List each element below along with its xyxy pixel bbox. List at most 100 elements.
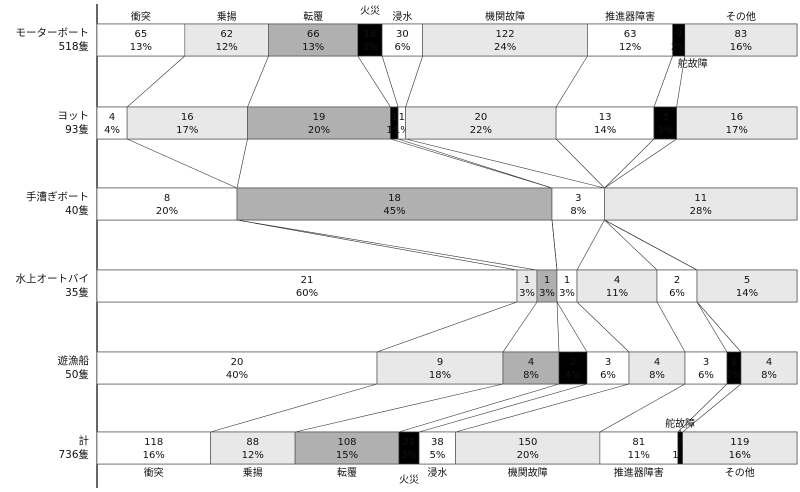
category-label-bottom: 機関故障 <box>508 466 548 479</box>
data-label-count: 4 <box>614 275 620 286</box>
data-label-percent: 16% <box>730 42 752 53</box>
connector-line <box>236 219 538 271</box>
data-label-count: 150 <box>518 437 537 448</box>
row-total-label: 50隻 <box>65 368 89 381</box>
bar-segment <box>96 431 211 465</box>
data-label-percent: 12% <box>619 42 641 53</box>
data-label-count: 21 <box>403 437 416 448</box>
category-label-top: 転覆 <box>303 11 323 23</box>
data-label-count: 5 <box>744 275 750 286</box>
connector-line <box>236 138 248 189</box>
data-label-count: 122 <box>496 29 515 40</box>
category-label-rudder: 舵故障 <box>665 417 695 430</box>
data-label-percent: 11% <box>606 288 628 299</box>
connector-line <box>247 55 269 108</box>
data-label-percent: 14% <box>594 125 616 136</box>
bar-segment <box>96 187 238 221</box>
bar-segment <box>268 23 359 57</box>
data-label-percent: 18% <box>429 370 451 381</box>
category-label-bottom: 転覆 <box>337 467 357 479</box>
connector-line <box>236 219 518 271</box>
data-label-percent: 3% <box>401 450 417 461</box>
data-label-percent: 16% <box>143 450 165 461</box>
data-label-count: 2 <box>570 357 576 368</box>
bar-segment <box>628 351 686 385</box>
data-label-percent: 6% <box>698 370 714 381</box>
data-label-percent: 40% <box>226 370 248 381</box>
data-label-count: 21 <box>301 275 314 286</box>
connector-line <box>604 219 698 271</box>
data-label-percent: 15% <box>336 450 358 461</box>
data-label-count: 1 <box>544 275 550 286</box>
data-label-count: 118 <box>144 437 163 448</box>
data-label-count: 3 <box>703 357 709 368</box>
row-label: 計 <box>79 434 90 447</box>
connector-line <box>398 383 560 433</box>
category-label-rudder: 舵故障 <box>678 57 708 70</box>
data-label-percent: 2% <box>671 42 687 53</box>
connector-line <box>676 55 686 108</box>
connector-line <box>576 219 605 271</box>
category-label-bottom: その他 <box>725 466 755 479</box>
connector-line <box>682 383 742 433</box>
connector-line <box>696 301 742 353</box>
data-label-count: 9 <box>437 357 443 368</box>
data-label-percent: 60% <box>296 288 318 299</box>
data-label-percent: 6% <box>600 370 616 381</box>
bar-segment <box>405 106 557 140</box>
data-label-count: 2 <box>674 275 680 286</box>
connector-line <box>696 301 728 353</box>
data-label-percent: 12% <box>242 450 264 461</box>
connector-line <box>556 301 560 353</box>
data-label-percent: 20% <box>156 206 178 217</box>
bar-segment <box>684 23 798 57</box>
data-label-count: 1 <box>524 275 530 286</box>
bar-segment <box>684 351 728 385</box>
connector-line <box>455 383 630 433</box>
bar-segment <box>184 23 269 57</box>
data-label-percent: 1% <box>394 125 410 136</box>
bar-segment <box>294 431 400 465</box>
data-label-count: 20 <box>475 112 488 123</box>
data-label-percent: 16% <box>729 450 751 461</box>
data-label-percent: 8% <box>523 370 539 381</box>
row-label: ヨット <box>58 110 90 122</box>
data-label-percent: 6% <box>669 288 685 299</box>
data-label-count: 1 <box>399 112 405 123</box>
data-label-percent: 17% <box>726 125 748 136</box>
data-label-count: 38 <box>431 437 444 448</box>
data-label-count: 66 <box>307 29 320 40</box>
connector-line <box>126 55 185 108</box>
connector-line <box>551 219 558 271</box>
data-label-percent: 3% <box>657 125 673 136</box>
data-label-count: 4 <box>654 357 660 368</box>
connector-line <box>210 383 378 433</box>
bar-segment <box>247 106 391 140</box>
row-label: 手漕ぎボート <box>26 190 89 203</box>
data-label-percent: 14% <box>736 288 758 299</box>
bar-segment <box>558 351 588 385</box>
row-total-label: 40隻 <box>65 204 89 217</box>
bar-segment <box>586 351 630 385</box>
bar-segment <box>236 187 553 221</box>
connector-line <box>390 138 553 189</box>
data-label-count: 4 <box>109 112 115 123</box>
data-label-count: 9 <box>676 29 682 40</box>
data-label-count: 88 <box>246 437 259 448</box>
data-label-count: 19 <box>313 112 326 123</box>
data-label-count: 3 <box>575 193 581 204</box>
data-label-count: 83 <box>735 29 748 40</box>
row-total-label: 93隻 <box>65 123 89 136</box>
row-total-label: 35隻 <box>65 286 89 299</box>
connector-line <box>653 55 673 108</box>
data-label-count: 13 <box>599 112 612 123</box>
connector-line <box>599 383 686 433</box>
data-label-percent: 2% <box>726 370 742 381</box>
data-label-count: 1 <box>564 275 570 286</box>
data-label-percent: 6% <box>394 42 410 53</box>
data-label-percent: 5% <box>429 450 445 461</box>
data-label-count: 30 <box>396 29 409 40</box>
data-label-percent: 13% <box>302 42 324 53</box>
connector-line <box>126 138 238 189</box>
